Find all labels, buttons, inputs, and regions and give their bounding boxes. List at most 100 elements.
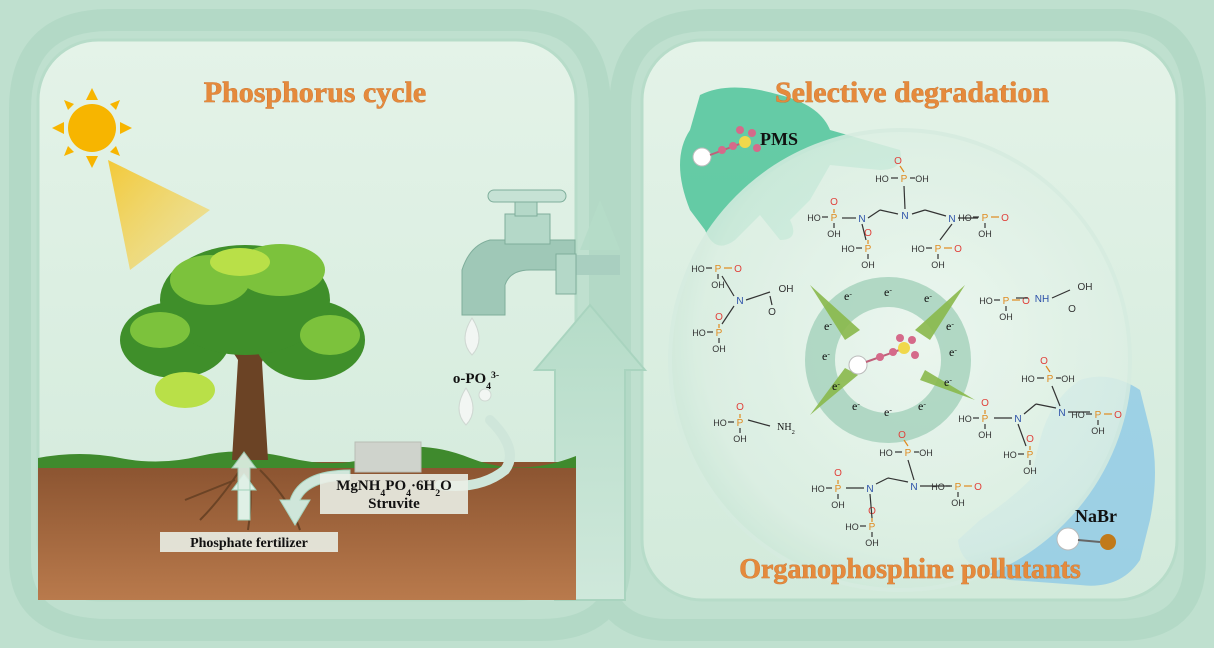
atom-label: OH xyxy=(827,229,841,239)
atom-label: N xyxy=(910,482,917,493)
atom-label: HO xyxy=(879,448,893,458)
atom-label: O xyxy=(981,398,989,409)
atom-label: P xyxy=(905,448,912,459)
atom-label: O xyxy=(974,482,982,493)
faucet-icon xyxy=(461,189,620,316)
atom-label: N xyxy=(1014,414,1021,425)
atom-label: OH xyxy=(1078,282,1093,293)
atom-label: OH xyxy=(919,448,933,458)
electron-label: e- xyxy=(924,291,932,306)
electron-ring xyxy=(805,277,971,443)
atom-label: HO xyxy=(1071,410,1085,420)
atom-label: O xyxy=(830,197,838,208)
atom-label: P xyxy=(982,414,989,425)
atom-label: O xyxy=(894,156,902,167)
atom-label: O xyxy=(868,506,876,517)
atom-label: OH xyxy=(712,344,726,354)
atom-label: O xyxy=(898,430,906,441)
atom-label: HO xyxy=(979,296,993,306)
atom-label: HO xyxy=(692,328,706,338)
bond-line xyxy=(1045,365,1051,373)
atom-label: P xyxy=(955,482,962,493)
atom-label: OH xyxy=(865,538,879,548)
pms-molecule xyxy=(692,126,761,167)
fertilizer-label: Phosphate fertilizer xyxy=(190,536,308,551)
atom-label: OH xyxy=(915,174,929,184)
atom-label: O xyxy=(954,244,962,255)
electron-label: e- xyxy=(832,379,840,394)
bond-line xyxy=(899,165,905,173)
atom-label: P xyxy=(901,174,908,185)
atom-label: OH xyxy=(999,312,1013,322)
atom-label: P xyxy=(1095,410,1102,421)
bond-line xyxy=(1051,385,1061,407)
atom-label: P xyxy=(1047,374,1054,385)
atom-label: P xyxy=(737,418,744,429)
atom-label: P xyxy=(831,213,838,224)
bond-line xyxy=(887,477,909,483)
atom-label: OH xyxy=(978,430,992,440)
struvite-formula: MgNH4PO4·6H2O xyxy=(336,478,451,499)
atom-label: O xyxy=(715,312,723,323)
atom-label: HO xyxy=(841,244,855,254)
atom-label: O xyxy=(768,307,776,318)
atom-label: P xyxy=(865,244,872,255)
atom-label: HO xyxy=(1003,450,1017,460)
atom-label: OH xyxy=(931,260,945,270)
central-pms-molecule xyxy=(848,334,919,375)
bond-line xyxy=(903,185,906,210)
atom-label: OH xyxy=(978,229,992,239)
atom-label: N xyxy=(858,214,865,225)
grass-strip xyxy=(38,446,576,468)
atom-label: OH xyxy=(1061,374,1075,384)
electron-label: e- xyxy=(824,319,832,334)
bond-line xyxy=(911,209,926,215)
bond-line xyxy=(1051,289,1071,299)
atom-label: HO xyxy=(811,484,825,494)
electron-label: e- xyxy=(949,345,957,360)
atom-label: O xyxy=(834,468,842,479)
atom-label: HO xyxy=(958,414,972,424)
electron-label: e- xyxy=(944,375,952,390)
reaction-bubble xyxy=(668,128,1132,592)
atom-label: HO xyxy=(845,522,859,532)
electron-label: e- xyxy=(852,399,860,414)
bond-line xyxy=(879,209,899,215)
bond-line xyxy=(867,209,881,219)
atom-label: HO xyxy=(713,418,727,428)
bottom-title: Organophosphine pollutants xyxy=(739,554,1081,585)
atom-label: P xyxy=(869,522,876,533)
converging-arrows xyxy=(810,285,975,415)
atom-label: O xyxy=(1068,304,1076,315)
atom-label: P xyxy=(1027,450,1034,461)
electron-label: e- xyxy=(844,289,852,304)
bond-line xyxy=(745,291,771,301)
atom-label: O xyxy=(1026,434,1034,445)
bond-line xyxy=(907,459,915,481)
atom-label: N xyxy=(1058,408,1065,419)
atom-label: HO xyxy=(931,482,945,492)
atom-label: N xyxy=(736,296,743,307)
bond-line xyxy=(1035,403,1057,409)
atom-label: NH xyxy=(1035,294,1049,305)
atom-label: OH xyxy=(733,434,747,444)
atom-label: O xyxy=(736,402,744,413)
bond-line xyxy=(1017,423,1027,447)
bond-line xyxy=(875,477,889,485)
atom-label: OH xyxy=(951,498,965,508)
bond-line xyxy=(861,223,867,241)
atom-label: P xyxy=(982,213,989,224)
cycle-loop-outline xyxy=(9,8,1206,641)
atom-label: P xyxy=(835,484,842,495)
atom-label: OH xyxy=(711,280,725,290)
atom-label: HO xyxy=(1021,374,1035,384)
bond-line xyxy=(769,295,773,306)
atom-label: N xyxy=(901,211,908,222)
tree-illustration xyxy=(120,244,365,531)
atom-label: O xyxy=(864,228,872,239)
atom-label: O xyxy=(734,264,742,275)
atom-label: N xyxy=(948,214,955,225)
atom-label: P xyxy=(1003,296,1010,307)
atom-label: OH xyxy=(779,284,794,295)
